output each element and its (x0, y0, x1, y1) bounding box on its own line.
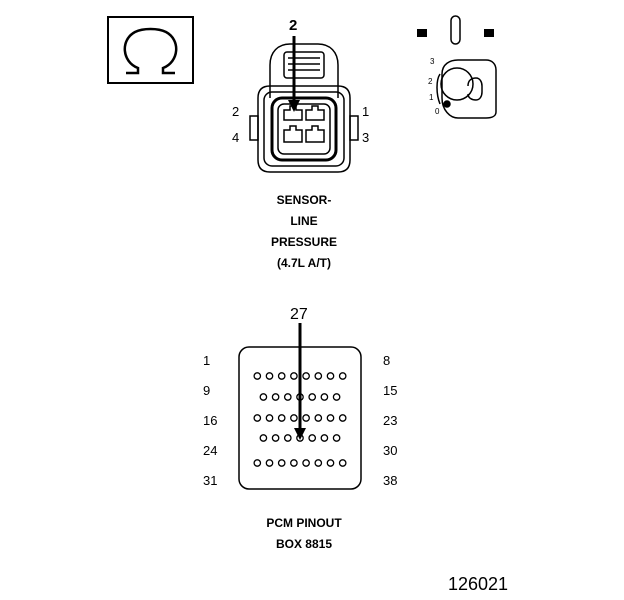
pcm-pin (271, 434, 280, 442)
pcm-pin (271, 393, 280, 401)
sensor-caption-line: LINE (290, 214, 318, 228)
pcm-callout-number: 27 (290, 306, 308, 323)
pcm-row-start-label: 1 (203, 353, 211, 368)
pcm-pin (332, 434, 341, 442)
pcm-pin (308, 393, 317, 401)
pcm-pin (302, 459, 310, 467)
key-position-label: 2 (428, 77, 433, 86)
pcm-pin (277, 372, 286, 380)
pcm-pin (277, 459, 286, 467)
pcm-pin (253, 372, 262, 380)
pcm-pin (265, 414, 274, 422)
pcm-pin (277, 414, 286, 422)
pcm-pin (326, 414, 335, 422)
ohm-symbol-icon (107, 16, 194, 84)
pcm-pin (326, 459, 335, 467)
pcm-caption-line: PCM PINOUT (266, 516, 342, 530)
pcm-pin (314, 372, 323, 380)
sensor-pin-label: 3 (362, 130, 370, 145)
pcm-row-start-label: 24 (203, 443, 218, 458)
pcm-row-end-label: 30 (383, 443, 398, 458)
pcm-pin (302, 414, 310, 422)
sensor-caption-line: (4.7L A/T) (276, 256, 331, 270)
pcm-pin (253, 459, 262, 467)
pcm-pin (290, 414, 298, 422)
pcm-pin (338, 459, 347, 467)
pcm-row-start-label: 16 (203, 413, 218, 428)
pcm-pin (290, 459, 298, 467)
sensor-caption-line: PRESSURE (270, 235, 338, 249)
pcm-pin (314, 459, 323, 467)
pcm-pin (338, 414, 347, 422)
sensor-pin-label: 4 (232, 130, 240, 145)
pcm-callout-arrow (294, 323, 306, 440)
pcm-pin (314, 414, 323, 422)
pcm-caption: PCM PINOUT BOX 8815 (224, 513, 384, 555)
key-position-label: 1 (429, 93, 434, 102)
pcm-pin (283, 393, 292, 401)
pcm-pin (338, 372, 347, 380)
sensor-callout-arrow (288, 36, 300, 112)
pcm-pin (320, 393, 329, 401)
sensor-callout-number: 2 (289, 17, 298, 34)
pcm-row-start-label: 9 (203, 383, 211, 398)
pcm-pin (302, 372, 310, 380)
pcm-pin (332, 393, 341, 401)
pcm-row-end-label: 15 (383, 383, 398, 398)
pcm-row-start-label: 31 (203, 473, 218, 488)
sensor-caption-line: SENSOR- (276, 193, 332, 207)
key-position-label: 3 (430, 57, 435, 66)
pcm-row-end-label: 23 (383, 413, 398, 428)
pcm-pin (290, 372, 298, 380)
sensor-connector-drawing (249, 43, 359, 173)
key-ignition-icon (417, 15, 497, 119)
sensor-pin-label: 1 (362, 104, 370, 119)
pcm-pin (326, 372, 335, 380)
pcm-pin (259, 434, 268, 442)
pcm-pin (320, 434, 329, 442)
pcm-row-end-label: 38 (383, 473, 398, 488)
pcm-pin (259, 393, 268, 401)
sensor-pin-label: 2 (232, 104, 240, 119)
pcm-pin (283, 434, 292, 442)
pcm-row-end-label: 8 (383, 353, 391, 368)
sensor-caption: SENSOR- LINE PRESSURE (4.7L A/T) (224, 190, 384, 274)
pcm-caption-line: BOX 8815 (275, 537, 333, 551)
pcm-pin (308, 434, 317, 442)
pcm-pin (253, 414, 262, 422)
pcm-pin (265, 459, 274, 467)
pcm-pin (265, 372, 274, 380)
figure-number: 126021 (448, 574, 509, 594)
key-position-label: 0 (435, 107, 440, 116)
